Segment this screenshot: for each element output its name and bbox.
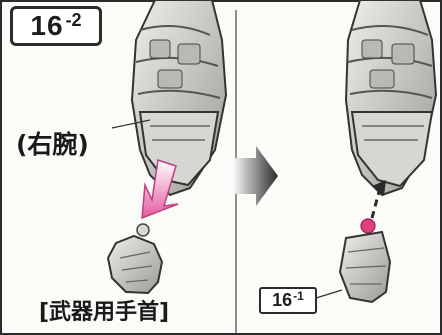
weapon-hand-label: [武器用手首] <box>39 300 170 325</box>
step-number: 16 <box>30 10 64 41</box>
part-number-tag: 16 -1 <box>259 287 317 314</box>
right-arm-label: (右腕) <box>16 130 89 159</box>
forearm-part-right <box>344 0 438 197</box>
joint-marker <box>360 218 376 234</box>
part-16-1 <box>315 218 392 304</box>
part-tag-number: 16 <box>272 290 293 310</box>
step-sub-number: -2 <box>65 9 82 30</box>
weapon-hand-part <box>106 223 164 295</box>
attach-arrow-icon <box>370 180 386 219</box>
step-number-label: 16 -2 <box>10 6 102 46</box>
down-arrow-icon <box>141 159 179 220</box>
right-arrow-icon <box>232 146 278 206</box>
part-tag-sub: -1 <box>293 288 304 303</box>
